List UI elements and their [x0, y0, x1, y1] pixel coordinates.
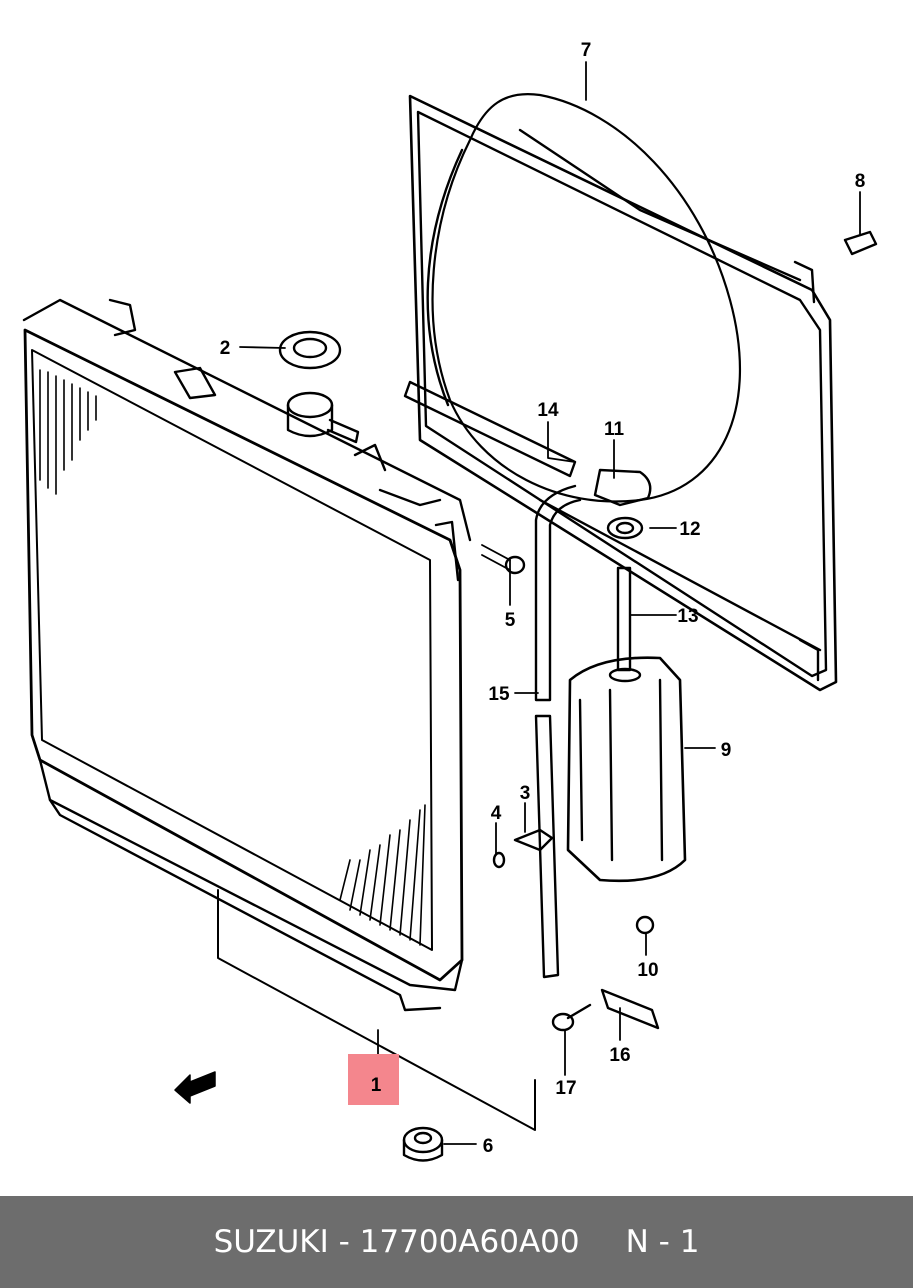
front-arrow-icon [174, 1071, 216, 1104]
callout-1: 1 [371, 1075, 382, 1096]
reservoir-tank-drawing [566, 656, 687, 883]
callout-17: 17 [555, 1078, 576, 1099]
callout-4: 4 [491, 803, 502, 824]
page-number-text: N - 1 [625, 1224, 700, 1260]
callout-labels: 1 2 3 4 5 6 7 8 9 10 11 12 13 14 15 16 1… [220, 40, 866, 1157]
tank-cap-drawing [593, 468, 652, 540]
callout-8: 8 [855, 171, 866, 192]
callout-14: 14 [537, 400, 559, 421]
tube-drawing [616, 566, 632, 672]
radiator-drawing [22, 298, 536, 1131]
highlight-box [348, 1054, 399, 1105]
callout-15: 15 [488, 684, 510, 705]
callout-3: 3 [520, 783, 531, 804]
callout-16: 16 [609, 1045, 630, 1066]
part-number-text: SUZUKI - 17700A60A00 [213, 1224, 580, 1260]
fan-shroud-drawing [408, 93, 838, 692]
callout-13: 13 [677, 606, 698, 627]
callout-9: 9 [721, 740, 732, 761]
callout-7: 7 [581, 40, 592, 61]
callout-12: 12 [679, 519, 700, 540]
radiator-cap-drawing [278, 330, 360, 444]
parts-diagram: 1 2 3 4 5 6 7 8 9 10 11 12 13 14 15 16 1… [22, 40, 878, 1162]
callout-5: 5 [505, 610, 516, 631]
footer-bar: SUZUKI - 17700A60A00 N - 1 [0, 1196, 913, 1288]
callout-11: 11 [604, 419, 625, 440]
callout-10: 10 [637, 960, 658, 981]
leader-lines [239, 61, 861, 1145]
hardware-drawing [402, 230, 878, 1162]
hoses-drawing [403, 380, 582, 979]
callout-2: 2 [220, 338, 231, 359]
callout-6: 6 [483, 1136, 494, 1157]
